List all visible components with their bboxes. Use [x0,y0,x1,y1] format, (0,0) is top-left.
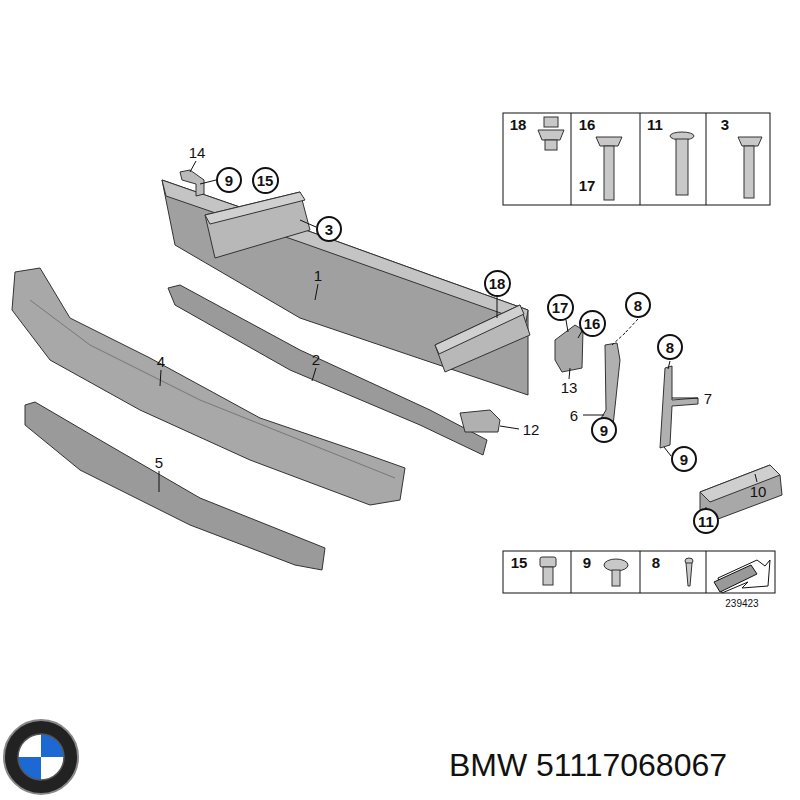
table-cell: 15 [511,555,528,570]
callout-number: 4 [157,354,165,369]
callout-number: 11 [698,514,714,529]
callout-number: 16 [584,316,601,331]
callout-circle: 8 [657,334,683,360]
callout-circle: 11 [693,508,719,534]
callout-number: 9 [600,423,608,438]
callout-number: 2 [312,352,320,367]
callout-number: 13 [561,380,578,395]
callout-number: 15 [257,173,274,188]
callout-number: 7 [704,391,712,406]
callout-number: 9 [225,173,233,188]
part-number: BMW 51117068067 [449,749,727,781]
table-cell: 3 [721,117,729,132]
bracket [180,170,204,196]
callout-circle: 8 [625,292,651,318]
crash-box [435,305,530,372]
callout-circle: 9 [591,417,617,443]
clip [460,410,500,432]
callout-number: 8 [666,340,674,355]
strip [25,402,325,570]
table-cell: 11 [647,117,663,132]
crash-box [205,192,310,258]
callout-number: 10 [750,484,767,499]
callout-number: 14 [189,145,206,160]
callout-circle: 18 [484,270,511,297]
callout-number: 18 [489,276,506,291]
callout-number: 17 [552,300,569,315]
bracket [555,325,583,372]
callout-number: 1 [314,268,322,283]
callout-circle: 16 [579,310,606,337]
brand-logo [4,720,78,794]
table-cell: 8 [652,555,660,570]
bracket [660,366,698,448]
table-cell: 17 [579,178,596,193]
callout-circle: 17 [547,294,574,321]
table-cell: 18 [510,117,527,132]
callout-circle: 9 [671,446,697,472]
callout-number: 6 [570,408,578,423]
callout-number: 3 [325,222,333,237]
bumper-beam [162,180,528,395]
callout-number: 9 [680,452,688,467]
callout-circle: 15 [252,167,279,194]
callout-circle: 9 [216,167,242,193]
table-cell: 9 [583,555,591,570]
callout-number: 5 [155,455,163,470]
callout-number: 12 [523,422,540,437]
table-cell: 16 [579,117,596,132]
callout-circle: 3 [316,216,342,242]
drawing-number: 239423 [725,599,758,609]
callout-number: 8 [634,298,642,313]
